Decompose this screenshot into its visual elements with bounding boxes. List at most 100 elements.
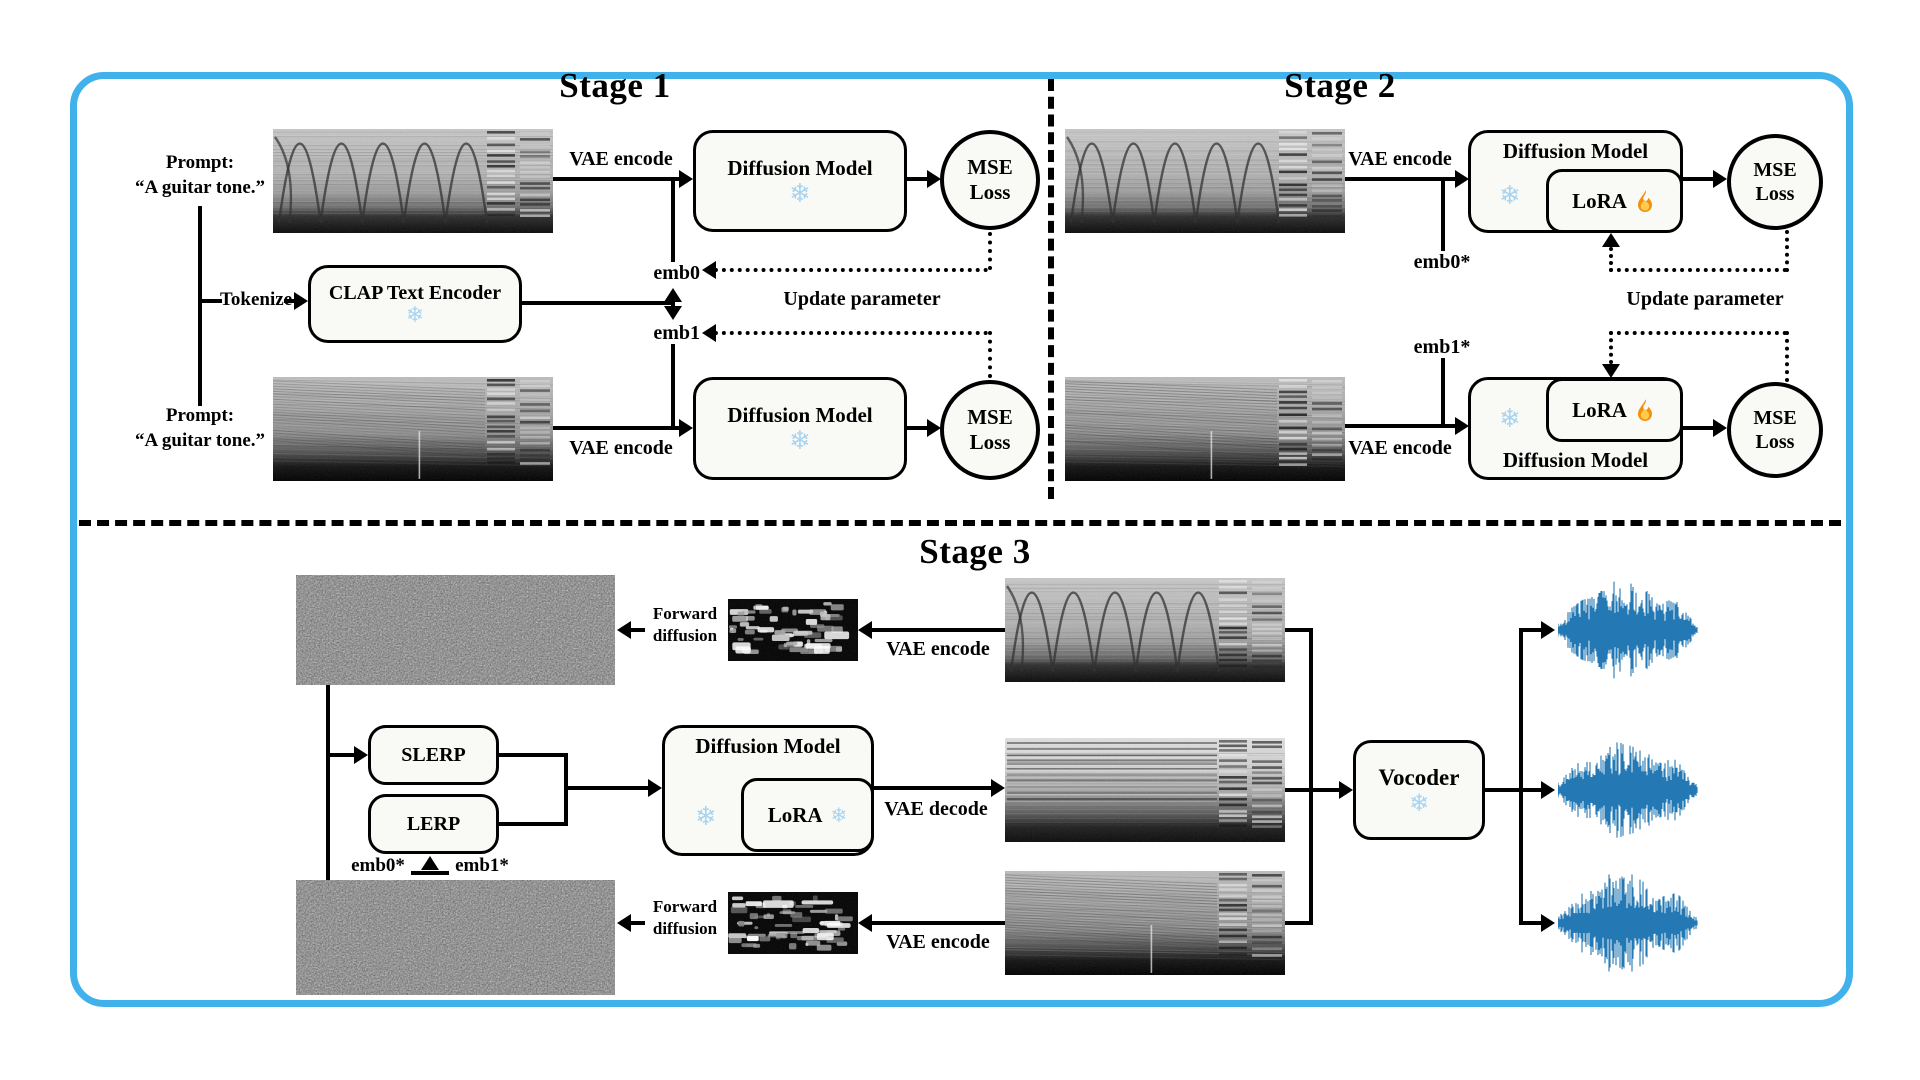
diffusion-to-mse-line: [907, 426, 931, 430]
stage12-stage3-divider: [79, 520, 1841, 526]
emb-bar-line: [411, 871, 449, 875]
vocoder-output-line: [1485, 788, 1523, 792]
slerp-input-line: [326, 753, 354, 757]
lora-box: LoRA: [1546, 169, 1683, 233]
waveform-image: [1558, 874, 1698, 972]
vae-encode-arrowhead: [858, 914, 872, 932]
slerp-output-line: [499, 753, 568, 757]
vocoder-box: Vocoder ❄: [1353, 740, 1485, 840]
emb1-star-label: emb1*: [1413, 336, 1471, 358]
slerp-input-arrowhead: [354, 746, 368, 764]
vae-encode-label: VAE encode: [1348, 437, 1452, 459]
noise-connector-line: [326, 685, 330, 880]
loss-label: Loss: [1755, 183, 1795, 205]
update-arrowhead: [1602, 364, 1620, 378]
diffusion-to-mse-arrowhead: [1713, 170, 1727, 188]
snowflake-icon: ❄: [830, 803, 848, 827]
latent-image: [728, 599, 858, 661]
vae-encode-label: VAE encode: [886, 638, 990, 660]
vae-encode-arrowhead: [679, 419, 693, 437]
forward-diffusion-label: Forward diffusion: [646, 896, 724, 940]
lora-label: LoRA: [1572, 188, 1627, 213]
noise-image: [296, 575, 615, 685]
vae-encode-arrowhead: [1455, 417, 1469, 435]
update-dotted-line: [988, 331, 992, 378]
diffusion-model-label: Diffusion Model: [727, 403, 873, 427]
waveform-branch-line: [1519, 628, 1523, 925]
update-dotted-line: [1609, 331, 1787, 335]
loss-label: Loss: [1755, 431, 1795, 453]
vae-decode-arrowhead: [991, 779, 1005, 797]
forward-label-line1: Forward: [652, 604, 718, 623]
stage1-title: Stage 1: [559, 66, 671, 105]
forward-diffusion-line: [631, 921, 645, 925]
forward-diffusion-arrowhead: [617, 621, 631, 639]
stage1-prompt-bottom: Prompt: “A guitar tone.”: [118, 403, 282, 453]
vae-encode-arrowhead: [679, 170, 693, 188]
update-arrowhead: [702, 324, 716, 342]
stage3-title: Stage 3: [919, 532, 1031, 571]
emb-swap-line: [671, 300, 675, 308]
spectrogram-image: [1005, 738, 1285, 842]
snowflake-icon: ❄: [789, 426, 811, 456]
update-dotted-line: [1609, 331, 1613, 364]
vae-encode-arrow-line: [1345, 424, 1457, 428]
emb1-connector-line: [671, 344, 675, 428]
forward-label-line1: Forward: [652, 897, 718, 916]
prompt-text: “A guitar tone.”: [134, 177, 265, 198]
update-dotted-line: [706, 331, 988, 335]
spectrogram-image: [1065, 377, 1345, 481]
prompt-label: Prompt:: [165, 152, 235, 173]
clap-text-encoder-label: CLAP Text Encoder: [328, 281, 502, 304]
waveform-branch-line-bottom: [1523, 921, 1541, 925]
forward-diffusion-arrowhead: [617, 914, 631, 932]
vae-encode-arrowhead: [1455, 170, 1469, 188]
emb-to-lerp-arrowhead: [421, 856, 439, 870]
vae-decode-arrow-line: [874, 786, 991, 790]
update-dotted-line: [1785, 230, 1789, 272]
update-dotted-line: [988, 232, 992, 270]
emb1-label: emb1: [653, 322, 700, 344]
emb-swap-arrow-down: [664, 306, 682, 320]
spectrogram-image: [1005, 871, 1285, 975]
mse-loss-node: MSE Loss: [1727, 134, 1823, 230]
stage1-prompt-top: Prompt: “A guitar tone.”: [118, 150, 282, 200]
noise-image: [296, 880, 615, 995]
update-arrowhead: [1602, 233, 1620, 247]
clap-text-encoder-box: CLAP Text Encoder ❄: [308, 265, 522, 343]
stage2-title: Stage 2: [1284, 66, 1396, 105]
lora-label: LoRA: [767, 802, 823, 827]
update-dotted-line: [706, 268, 988, 272]
diffusion-model-label: Diffusion Model: [727, 155, 873, 180]
mse-label: MSE: [1753, 407, 1797, 429]
vae-encode-label: VAE encode: [569, 148, 673, 170]
snowflake-icon: ❄: [1499, 404, 1521, 434]
slerp-label: SLERP: [401, 743, 466, 766]
vocoder-input-arrowhead: [1339, 781, 1353, 799]
forward-diffusion-line: [631, 628, 645, 632]
forward-label-line2: diffusion: [652, 919, 718, 938]
vae-encode-label: VAE encode: [1348, 148, 1452, 170]
lora-box: LoRA: [1546, 378, 1683, 442]
diffusion-to-mse-line: [1683, 426, 1713, 430]
mse-loss-node: MSE Loss: [940, 130, 1040, 230]
vae-encode-label: VAE encode: [886, 931, 990, 953]
mse-label: MSE: [967, 154, 1013, 179]
diffusion-to-mse-line: [907, 177, 931, 181]
vae-encode-arrow-line: [872, 628, 1005, 632]
spectrogram-image: [1005, 578, 1285, 682]
lerp-output-line: [499, 822, 568, 826]
collector-line: [1309, 628, 1313, 925]
emb1-star-label: emb1*: [455, 855, 509, 876]
diffusion-model-label: Diffusion Model: [1502, 139, 1649, 163]
spec-to-collector-line: [1285, 921, 1313, 925]
diffusion-to-mse-line: [1683, 177, 1713, 181]
snowflake-icon: ❄: [405, 302, 425, 328]
fire-icon: [1637, 190, 1652, 212]
vae-encode-arrowhead: [858, 621, 872, 639]
diffusion-to-mse-arrowhead: [1713, 419, 1727, 437]
mse-loss-node: MSE Loss: [940, 380, 1040, 480]
spectrogram-image: [273, 129, 553, 233]
vocoder-label: Vocoder: [1378, 765, 1460, 790]
snowflake-icon: ❄: [1408, 789, 1430, 817]
